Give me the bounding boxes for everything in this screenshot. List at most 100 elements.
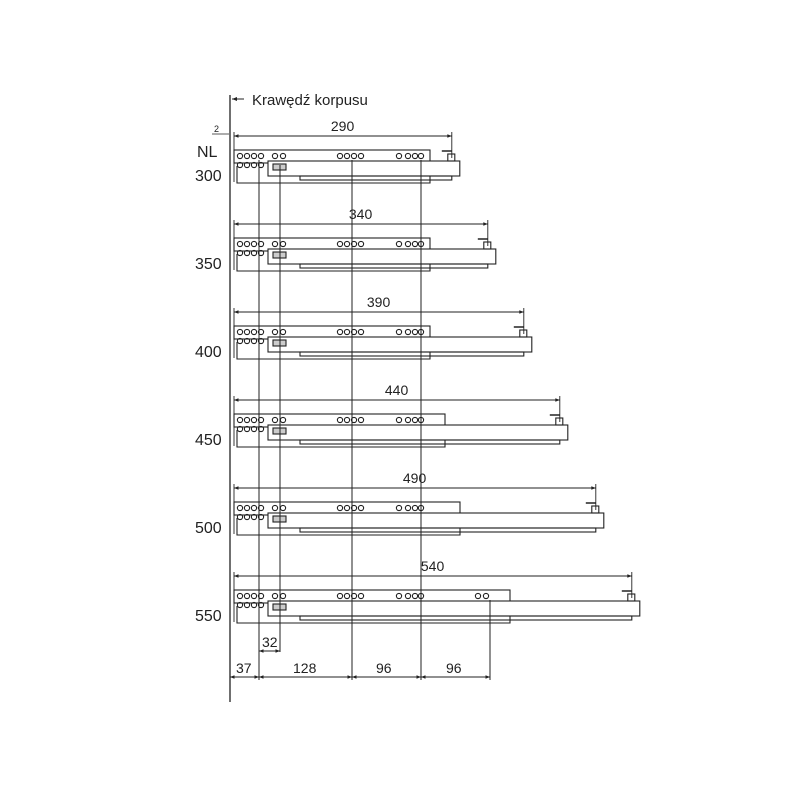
mounting-hole [243,425,251,433]
mounting-hole [411,328,419,336]
dim-128: 128 [293,660,317,676]
mounting-hole [404,328,412,336]
mounting-hole [257,601,265,609]
mounting-hole [404,152,412,160]
mounting-hole [357,328,365,336]
mounting-hole [236,416,244,424]
mounting-hole [257,513,265,521]
nl-value: 300 [195,168,222,185]
mounting-hole [257,161,265,169]
mounting-hole [243,240,251,248]
drawer-member [267,160,461,177]
mounting-hole [257,249,265,257]
mounting-hole [350,240,358,248]
mounting-hole [474,592,482,600]
mounting-hole [271,152,279,160]
mounting-hole [343,592,351,600]
front-bracket [519,329,528,338]
front-bracket [447,153,456,162]
drawer-member [267,424,569,441]
mounting-hole [350,592,358,600]
mounting-hole [343,152,351,160]
mounting-hole [336,592,344,600]
mounting-hole [257,504,265,512]
mounting-hole [250,152,258,160]
front-bracket [483,241,492,250]
edge-offset-label: 2 [214,124,219,134]
mounting-hole [350,504,358,512]
mounting-hole [404,592,412,600]
drawer-member-bottom [299,263,489,269]
mounting-hole [257,416,265,424]
mounting-hole [250,513,258,521]
mounting-hole [236,513,244,521]
mounting-hole [271,592,279,600]
mounting-hole [343,416,351,424]
mounting-hole [411,592,419,600]
mounting-hole [417,152,425,160]
length-label: 440 [385,382,409,398]
mounting-hole [236,592,244,600]
mounting-hole [243,249,251,257]
drawer-member [267,336,533,353]
dim-32: 32 [262,634,278,650]
mounting-hole [236,161,244,169]
mounting-hole [236,504,244,512]
mounting-hole [395,592,403,600]
mounting-hole [250,601,258,609]
front-bracket [555,417,564,426]
nl-value: 500 [195,520,222,537]
mounting-hole [404,240,412,248]
mounting-hole [271,504,279,512]
mounting-hole [343,240,351,248]
mounting-hole [257,425,265,433]
mounting-hole [482,592,490,600]
nl-value: 350 [195,256,222,273]
nl-value: 550 [195,608,222,625]
mounting-hole [357,152,365,160]
mounting-hole [350,416,358,424]
drawer-member-bottom [299,527,597,533]
mounting-hole [243,416,251,424]
mounting-hole [343,504,351,512]
mounting-hole [343,328,351,336]
mounting-hole [250,337,258,345]
mounting-hole [357,504,365,512]
mounting-hole [250,240,258,248]
mounting-hole [395,416,403,424]
nl-label: NL [197,144,218,161]
mounting-hole [404,504,412,512]
mounting-hole [257,240,265,248]
mounting-hole [250,592,258,600]
drawer-member [267,600,641,617]
mounting-hole [257,152,265,160]
mounting-hole [357,416,365,424]
length-label: 490 [403,470,427,486]
drawer-member-bottom [299,439,561,445]
mounting-hole [336,504,344,512]
mounting-hole [350,328,358,336]
mounting-hole [250,504,258,512]
mounting-hole [257,592,265,600]
mounting-hole [357,592,365,600]
mounting-hole [243,337,251,345]
mounting-hole [236,240,244,248]
mounting-hole [395,504,403,512]
mounting-hole [250,416,258,424]
length-label: 390 [367,294,391,310]
mounting-hole [350,152,358,160]
mounting-hole [257,337,265,345]
mounting-hole [404,416,412,424]
mounting-hole [243,513,251,521]
mounting-hole [395,240,403,248]
front-bracket [591,505,600,514]
mounting-hole [236,249,244,257]
mounting-hole [336,240,344,248]
mounting-hole [243,152,251,160]
drawer-member-bottom [299,175,453,181]
